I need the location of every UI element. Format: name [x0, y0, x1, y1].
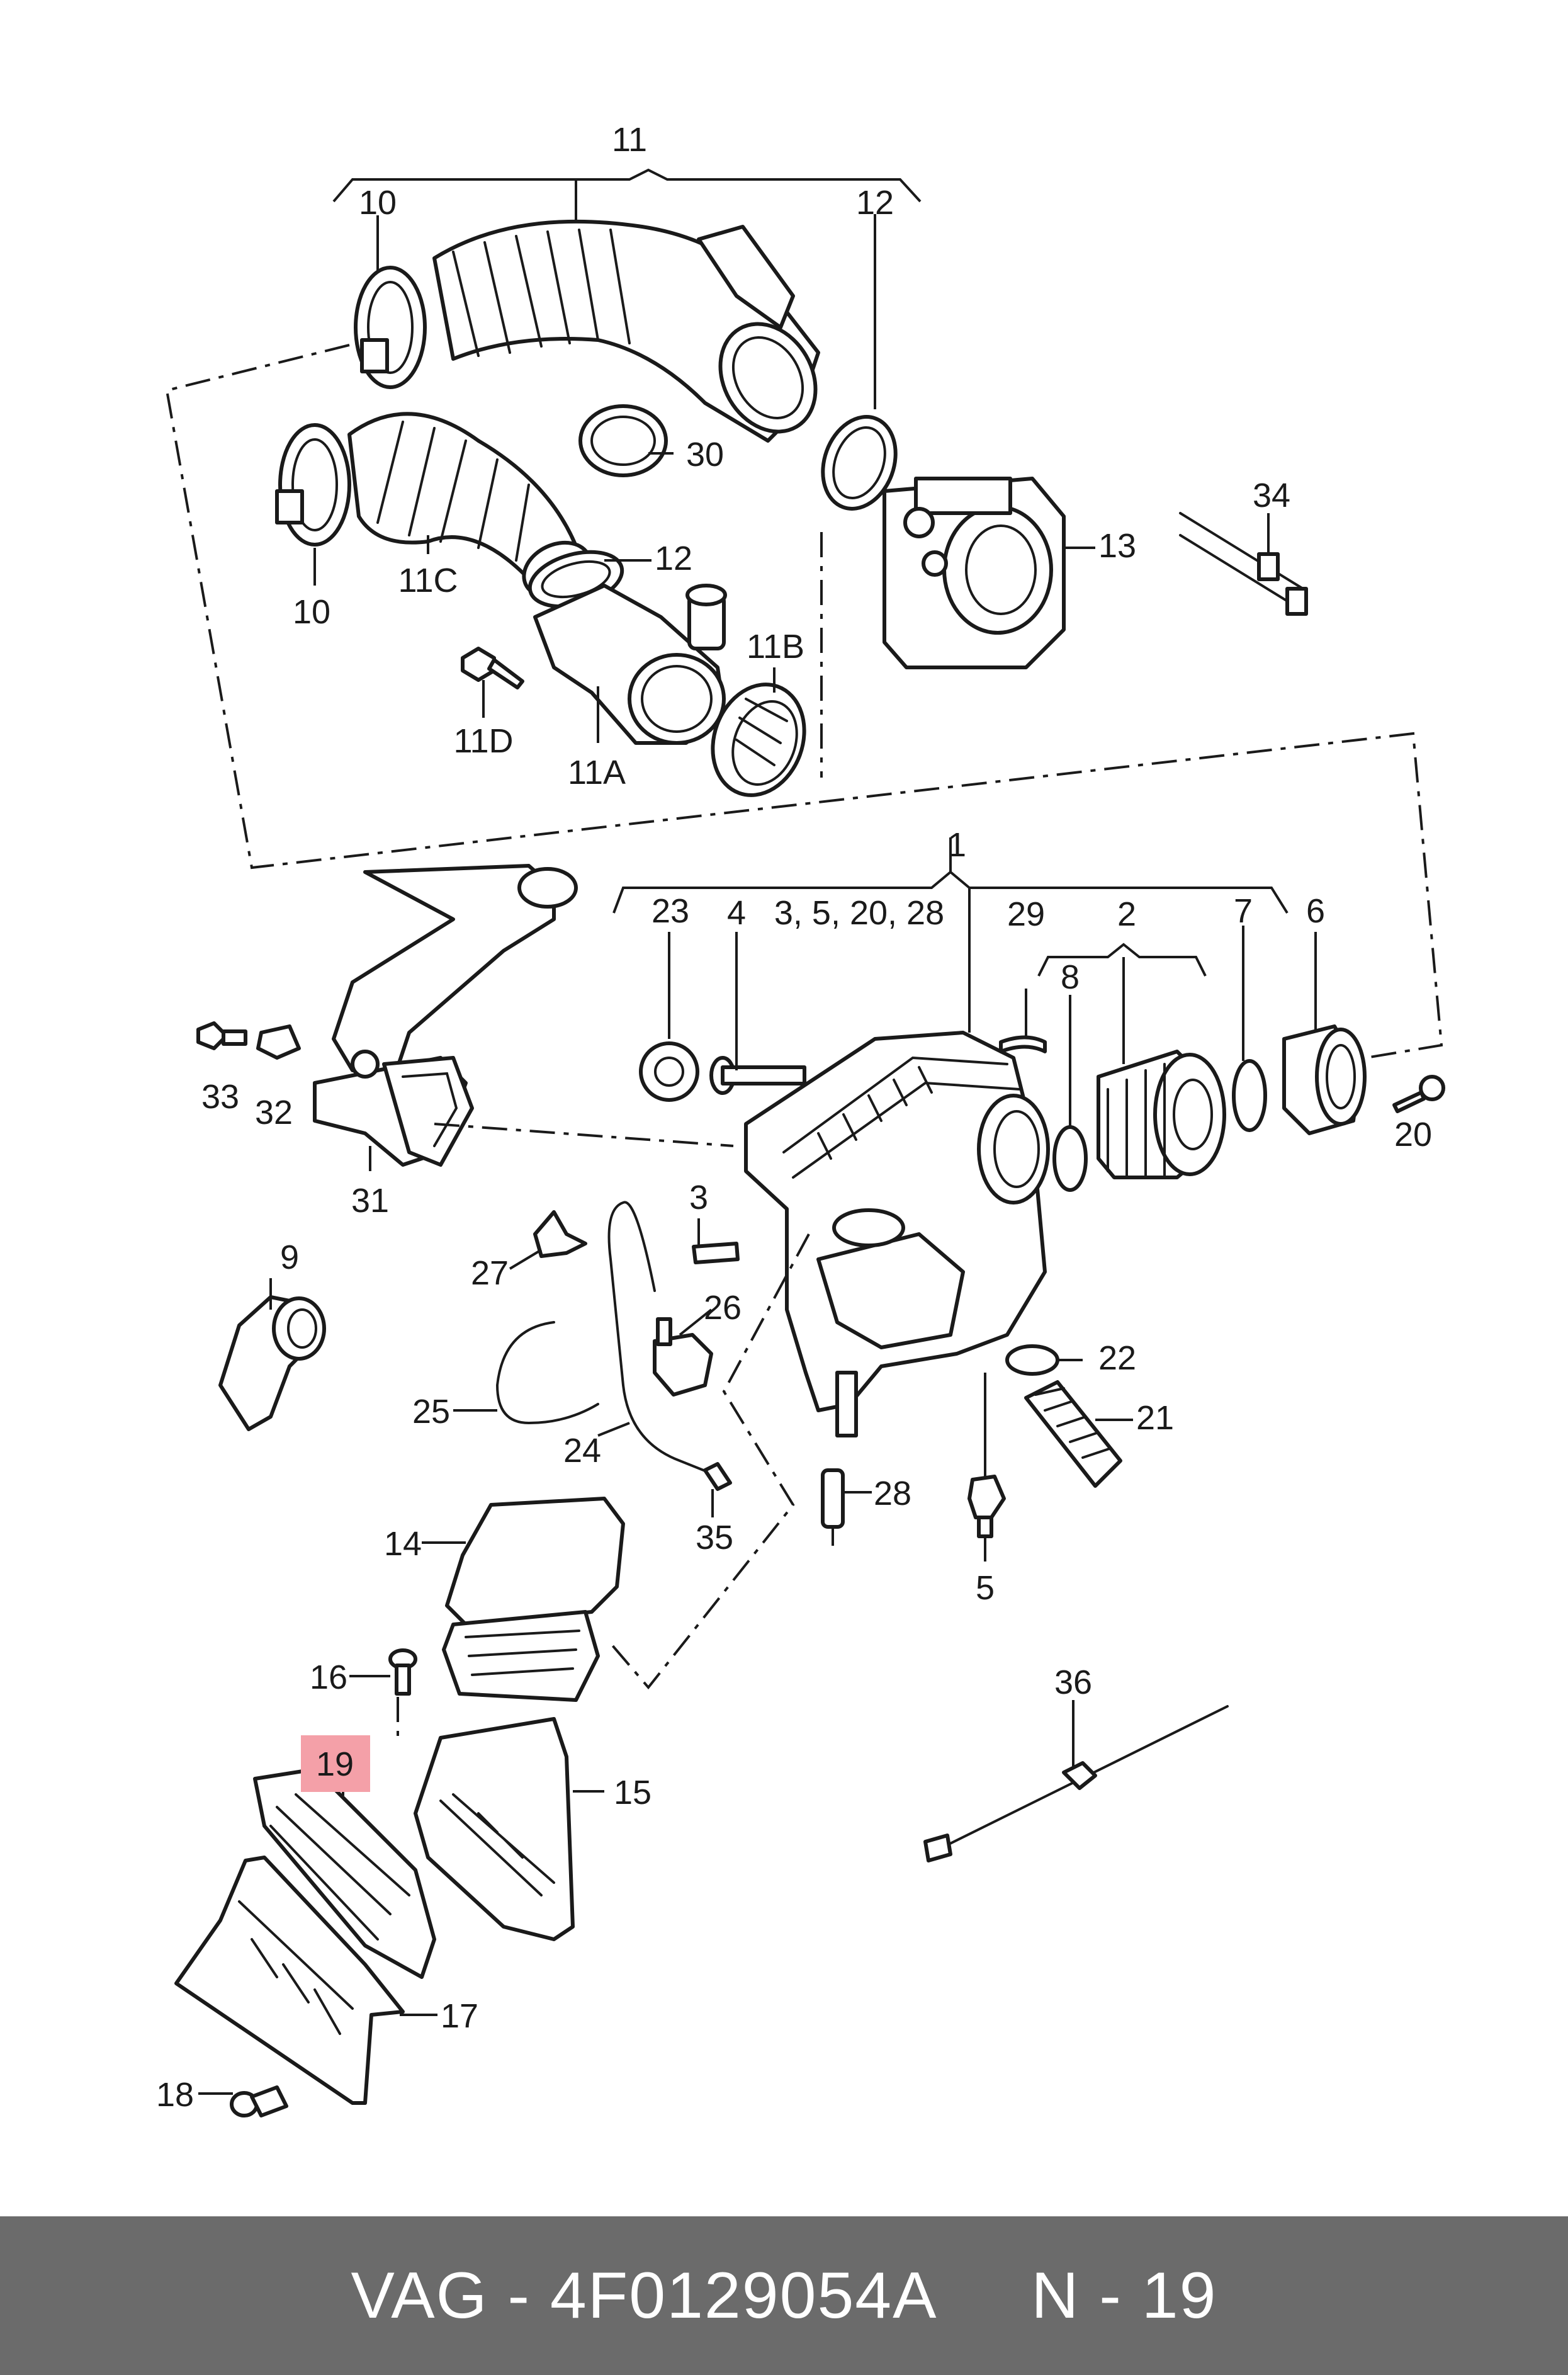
highlight-box-19 [301, 1735, 370, 1792]
clamp-10-lower [275, 423, 351, 547]
clamp-12-upper [821, 415, 898, 511]
valve-5 [967, 1475, 1006, 1538]
bolt-11d [461, 647, 524, 689]
callout-3: 3 [689, 1179, 708, 1216]
callout-20: 20 [1394, 1116, 1432, 1153]
o-ring-8 [1052, 1125, 1088, 1192]
guide-17 [174, 1856, 405, 2105]
hose-25 [495, 1321, 599, 1425]
callout-29: 29 [1007, 895, 1045, 933]
duct-14 [442, 1497, 625, 1702]
clip-29 [999, 1035, 1047, 1053]
hose-24 [607, 1201, 713, 1475]
screw-20 [1392, 1075, 1445, 1113]
callout-15: 15 [614, 1774, 651, 1811]
callout-31: 31 [351, 1182, 389, 1220]
callout-21: 21 [1136, 1399, 1174, 1437]
callout-33: 33 [201, 1078, 239, 1116]
callout-19: 19 [316, 1745, 354, 1783]
bolt-33 [196, 1021, 247, 1050]
callout-12-upper: 12 [856, 184, 894, 222]
sensor-35 [703, 1462, 732, 1491]
pipe-31 [313, 864, 578, 1167]
clips-34 [1179, 512, 1308, 616]
callout-9: 9 [280, 1239, 299, 1276]
callout-11: 11 [612, 121, 647, 159]
filter-housing-1 [744, 1031, 1050, 1437]
callout-4: 4 [727, 894, 746, 932]
callout-17: 17 [441, 1997, 478, 2035]
drain-28 [821, 1468, 845, 1546]
cable-tie-36 [923, 1700, 1229, 1862]
callout-22: 22 [1098, 1339, 1136, 1377]
callout-11c: 11C [398, 562, 458, 599]
clip-32 [256, 1024, 301, 1060]
callouts: 11 10 12 30 10 11C 12 13 34 11B 11D 11A … [156, 121, 1432, 2114]
o-ring-30 [578, 404, 668, 477]
callout-8: 8 [1061, 958, 1080, 996]
valve-26 [653, 1317, 713, 1397]
callout-10-upper: 10 [359, 184, 397, 222]
bracket-11 [332, 168, 922, 409]
callout-23: 23 [651, 892, 689, 930]
callout-10-lower: 10 [293, 593, 330, 631]
part-number-label: VAG - 4F0129054A N - 19 [351, 2259, 1217, 2332]
ring-11b [711, 683, 806, 797]
intake-hose-upper [432, 219, 820, 443]
elbow-9 [218, 1295, 326, 1431]
clip-18 [230, 2085, 288, 2117]
screw-16 [388, 1648, 417, 1696]
callout-18: 18 [156, 2076, 194, 2114]
leader-lines [198, 452, 1317, 2095]
parts-diagram: 11 10 12 30 10 11C 12 13 34 11B 11D 11A … [156, 121, 1445, 2117]
o-ring-7 [1232, 1059, 1267, 1132]
callout-13: 13 [1098, 527, 1136, 565]
callout-28: 28 [874, 1475, 911, 1512]
clamp-10-upper [354, 266, 427, 389]
callout-11d: 11D [453, 722, 513, 760]
outline-31 [434, 1123, 734, 1147]
callout-12-lower: 12 [655, 540, 692, 577]
callout-7: 7 [1234, 892, 1253, 930]
pin-4 [709, 1056, 806, 1095]
cap-6 [1282, 1024, 1367, 1135]
callout-32: 32 [255, 1094, 293, 1131]
callout-6: 6 [1306, 892, 1325, 930]
bracket-1 [612, 837, 1289, 1033]
callout-25: 25 [412, 1393, 450, 1431]
callout-11b: 11B [747, 628, 804, 666]
callout-11a: 11A [568, 754, 626, 791]
callout-1: 1 [947, 826, 966, 864]
callout-34: 34 [1253, 477, 1290, 514]
elbow-11a [533, 584, 727, 745]
throttle-body-13 [883, 477, 1066, 669]
callout-30: 30 [686, 436, 724, 473]
clamp-3 [692, 1242, 740, 1264]
hose-21 [1024, 1380, 1122, 1488]
grommet-22 [1005, 1344, 1059, 1376]
callout-36: 36 [1054, 1664, 1092, 1701]
callout-27: 27 [471, 1254, 509, 1292]
callout-3-5-20-28: 3, 5, 20, 28 [774, 894, 944, 932]
footer-bar: VAG - 4F0129054A N - 19 [0, 2216, 1568, 2375]
callout-16: 16 [310, 1658, 347, 1696]
callout-5: 5 [976, 1569, 995, 1607]
clip-27 [533, 1210, 587, 1258]
panel-15 [414, 1717, 575, 1941]
callout-24: 24 [563, 1432, 601, 1470]
group-outline-upper [165, 344, 1443, 1059]
callout-26: 26 [704, 1289, 742, 1327]
filter-element-2 [1097, 1050, 1226, 1179]
callout-35: 35 [696, 1519, 733, 1556]
callout-14: 14 [384, 1525, 422, 1563]
grommet-23 [639, 1041, 699, 1102]
bracket-2 [1037, 943, 1207, 977]
callout-2: 2 [1117, 895, 1136, 933]
outline-lower [609, 1233, 810, 1690]
